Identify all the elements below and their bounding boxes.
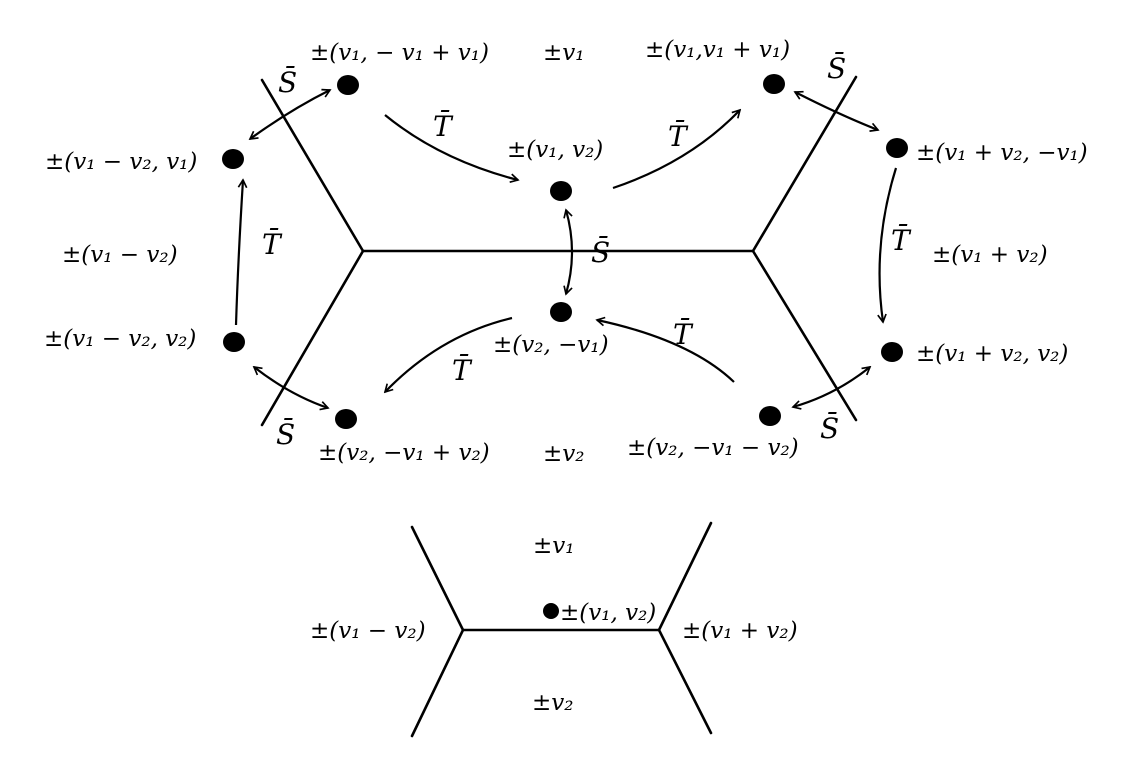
label-s-top-left: S̄ (278, 65, 297, 99)
inset-edge-right-lower (657, 628, 713, 735)
point-label-bottom-left: ±(v₂, −v₁ + v₂) (318, 440, 490, 466)
dot-left-upper (222, 149, 244, 169)
label-t-right: T̄ (891, 223, 912, 257)
dot-bottom-right (759, 406, 781, 426)
inset-region-top-label: ±v₁ (533, 533, 575, 559)
inset-region-left-label: ±(v₁ − v₂) (310, 618, 426, 644)
point-label-center-upper: ±(v₁, v₂) (507, 137, 603, 163)
move-arrows (234, 90, 898, 408)
point-label-top-right: ±(v₁,v₁ + v₁) (645, 37, 790, 63)
region-left-label: ±(v₁ − v₂) (62, 242, 178, 268)
edge-left-lower (260, 249, 365, 427)
main-graph-edges (260, 75, 858, 427)
label-t-bottom-right: T̄ (673, 317, 694, 351)
dot-top-left (337, 75, 359, 95)
arrow-t-bottom-left (385, 316, 513, 392)
label-s-top-right: S̄ (827, 51, 846, 85)
region-top-label: ±v₁ (543, 40, 585, 66)
point-label-left-upper: ±(v₁ − v₂, v₁) (45, 149, 197, 175)
edge-left-upper (260, 78, 365, 253)
arrow-s-top-right (795, 92, 878, 130)
inset-graph: ±v₁ ±v₂ ±(v₁ − v₂) ±(v₁ + v₂) ±(v₁, v₂) (310, 521, 798, 738)
arrow-t-right (880, 167, 898, 322)
arrow-t-top-left (384, 114, 518, 180)
label-s-bottom-right: S̄ (820, 411, 839, 445)
point-labels: ±(v₁, − v₁ + v₁) ±(v₁,v₁ + v₁) ±(v₁ − v₂… (44, 37, 1088, 466)
label-t-top-left: T̄ (433, 109, 454, 143)
dot-top-right (763, 74, 785, 94)
inset-point-label: ±(v₁, v₂) (560, 600, 656, 626)
label-t-top-right: T̄ (668, 119, 689, 153)
inset-region-right-label: ±(v₁ + v₂) (682, 618, 798, 644)
point-label-right-upper: ±(v₁ + v₂, −v₁) (916, 140, 1088, 166)
arrow-t-left (234, 180, 243, 326)
arrow-s-bottom-left (254, 367, 328, 408)
dot-left-lower (223, 332, 245, 352)
inset-dot (543, 603, 559, 619)
arrow-t-bottom-right (597, 320, 735, 383)
inset-edge-left-lower (410, 628, 465, 738)
point-label-top-left: ±(v₁, − v₁ + v₁) (310, 40, 489, 66)
arrow-t-top-right (612, 110, 740, 190)
region-right-label: ±(v₁ + v₂) (932, 242, 1048, 268)
dot-center-lower (550, 302, 572, 322)
label-t-left: T̄ (262, 227, 283, 261)
region-bottom-label: ±v₂ (543, 441, 585, 467)
inset-edge-right-upper (657, 521, 713, 632)
arrow-s-bottom-right (793, 367, 870, 407)
arrow-s-top-left (250, 90, 330, 139)
dot-right-lower (881, 342, 903, 362)
point-label-left-lower: ±(v₁ − v₂, v₂) (44, 326, 196, 352)
inset-edge-left-upper (410, 525, 465, 632)
label-s-center: S̄ (591, 235, 610, 269)
arrow-s-center (566, 210, 574, 294)
move-labels: S̄ S̄ S̄ S̄ S̄ T̄ T̄ T̄ T̄ T̄ T̄ (262, 51, 912, 451)
point-dots (222, 74, 908, 429)
edge-right-lower (751, 249, 858, 422)
dot-right-upper (886, 138, 908, 158)
region-labels: ±v₁ ±v₂ ±(v₁ − v₂) ±(v₁ + v₂) (62, 40, 1048, 467)
label-s-bottom-left: S̄ (276, 417, 295, 451)
label-t-bottom-left: T̄ (452, 353, 473, 387)
edge-right-upper (751, 75, 858, 253)
point-label-right-lower: ±(v₁ + v₂, v₂) (916, 341, 1068, 367)
dot-bottom-left (335, 409, 357, 429)
point-label-bottom-right: ±(v₂, −v₁ − v₂) (627, 435, 799, 461)
dot-center-upper (550, 181, 572, 201)
inset-region-bottom-label: ±v₂ (532, 690, 574, 716)
point-label-center-lower: ±(v₂, −v₁) (493, 332, 609, 358)
